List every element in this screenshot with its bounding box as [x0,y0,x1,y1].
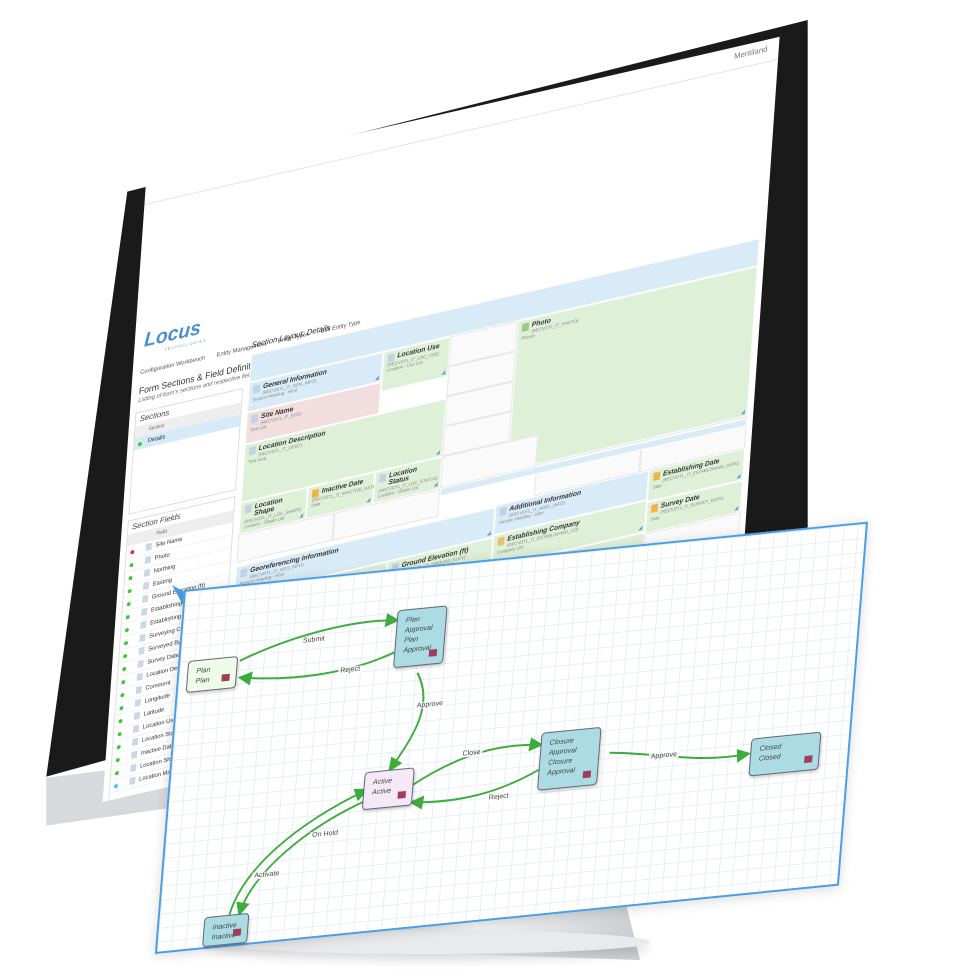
status-dot-icon [116,744,121,750]
field-type-icon [137,659,144,669]
status-dot-icon [118,718,123,724]
status-dot-icon [117,731,122,737]
status-dot-icon [127,588,132,594]
top-bar: Mentiland [144,36,780,205]
field-type-icon [141,607,148,617]
field-type-icon [132,737,139,747]
field-type-icon [143,568,151,578]
resize-handle-icon[interactable] [374,375,379,381]
picture-icon [521,322,530,333]
state-marker-icon [397,791,406,799]
status-dot-icon [120,692,125,698]
field-type-icon [138,646,145,656]
resize-handle-icon[interactable] [740,409,745,415]
status-dot-icon [137,441,142,447]
field-type-icon [134,698,141,708]
resize-handle-icon[interactable] [441,370,446,376]
workflow-edges [228,613,752,917]
status-dot-icon [113,783,119,789]
status-dot-icon [128,575,133,581]
status-dot-icon [114,770,119,776]
field-type-icon [130,763,137,773]
edge-activate [228,788,370,915]
status-dot-icon [122,666,127,672]
field-type-icon [131,750,138,760]
section-heading-icon [240,568,248,578]
section-heading-icon [253,384,261,394]
edge-approve-plan [388,672,425,773]
status-dot-icon [123,653,128,659]
status-dot-icon [129,562,134,568]
edge-on-hold [236,798,368,917]
resize-handle-icon[interactable] [299,512,304,518]
company-list-icon [497,536,505,547]
field-type-icon [142,581,150,591]
status-dot-icon [130,549,135,555]
sections-panel: Sections Section Details [128,388,244,515]
text-list-icon [250,414,259,424]
state-marker-icon [804,755,813,764]
list-icon [244,504,252,514]
status-dot-icon [119,705,124,711]
resize-handle-icon[interactable] [366,497,371,503]
list-icon [379,473,387,483]
edge-reject-closure [409,768,540,810]
state-marker-icon [582,770,592,779]
field-type-icon [136,672,143,682]
field-type-icon [129,776,136,786]
resize-handle-icon[interactable] [433,482,438,488]
state-marker-icon [232,928,242,937]
status-dot-icon [124,627,129,633]
state-marker-icon [221,673,230,682]
status-dot-icon [115,757,120,763]
status-dot-icon [126,601,131,607]
calendar-icon [653,471,661,482]
resize-handle-icon[interactable] [736,473,741,479]
field-type-icon [135,685,142,695]
field-label: Easting [152,577,173,588]
field-label: Northing [153,563,176,575]
resize-handle-icon[interactable] [734,505,739,511]
field-type-icon [132,724,140,734]
field-type-icon [133,711,141,721]
field-label: Latitude [143,707,165,718]
user-menu[interactable]: Mentiland [733,44,768,62]
resize-handle-icon[interactable] [435,450,440,456]
field-type-icon [144,555,152,565]
field-label: Photo [154,552,170,562]
status-dot-icon [121,679,126,685]
section-heading-icon [499,506,507,517]
state-marker-icon [428,649,438,657]
section-label: Details [147,434,166,445]
status-dot-icon [125,614,130,620]
field-type-icon [140,620,147,630]
status-dot-icon [123,640,129,646]
resize-handle-icon[interactable] [486,530,491,536]
calendar-icon [650,503,659,514]
edge-submit [239,613,400,662]
resize-handle-icon[interactable] [638,525,643,531]
edge-reject-plan [237,651,395,686]
field-type-icon [145,542,152,552]
field-type-icon [139,633,146,643]
text-area-icon [248,446,256,456]
field-type-icon [142,594,149,604]
